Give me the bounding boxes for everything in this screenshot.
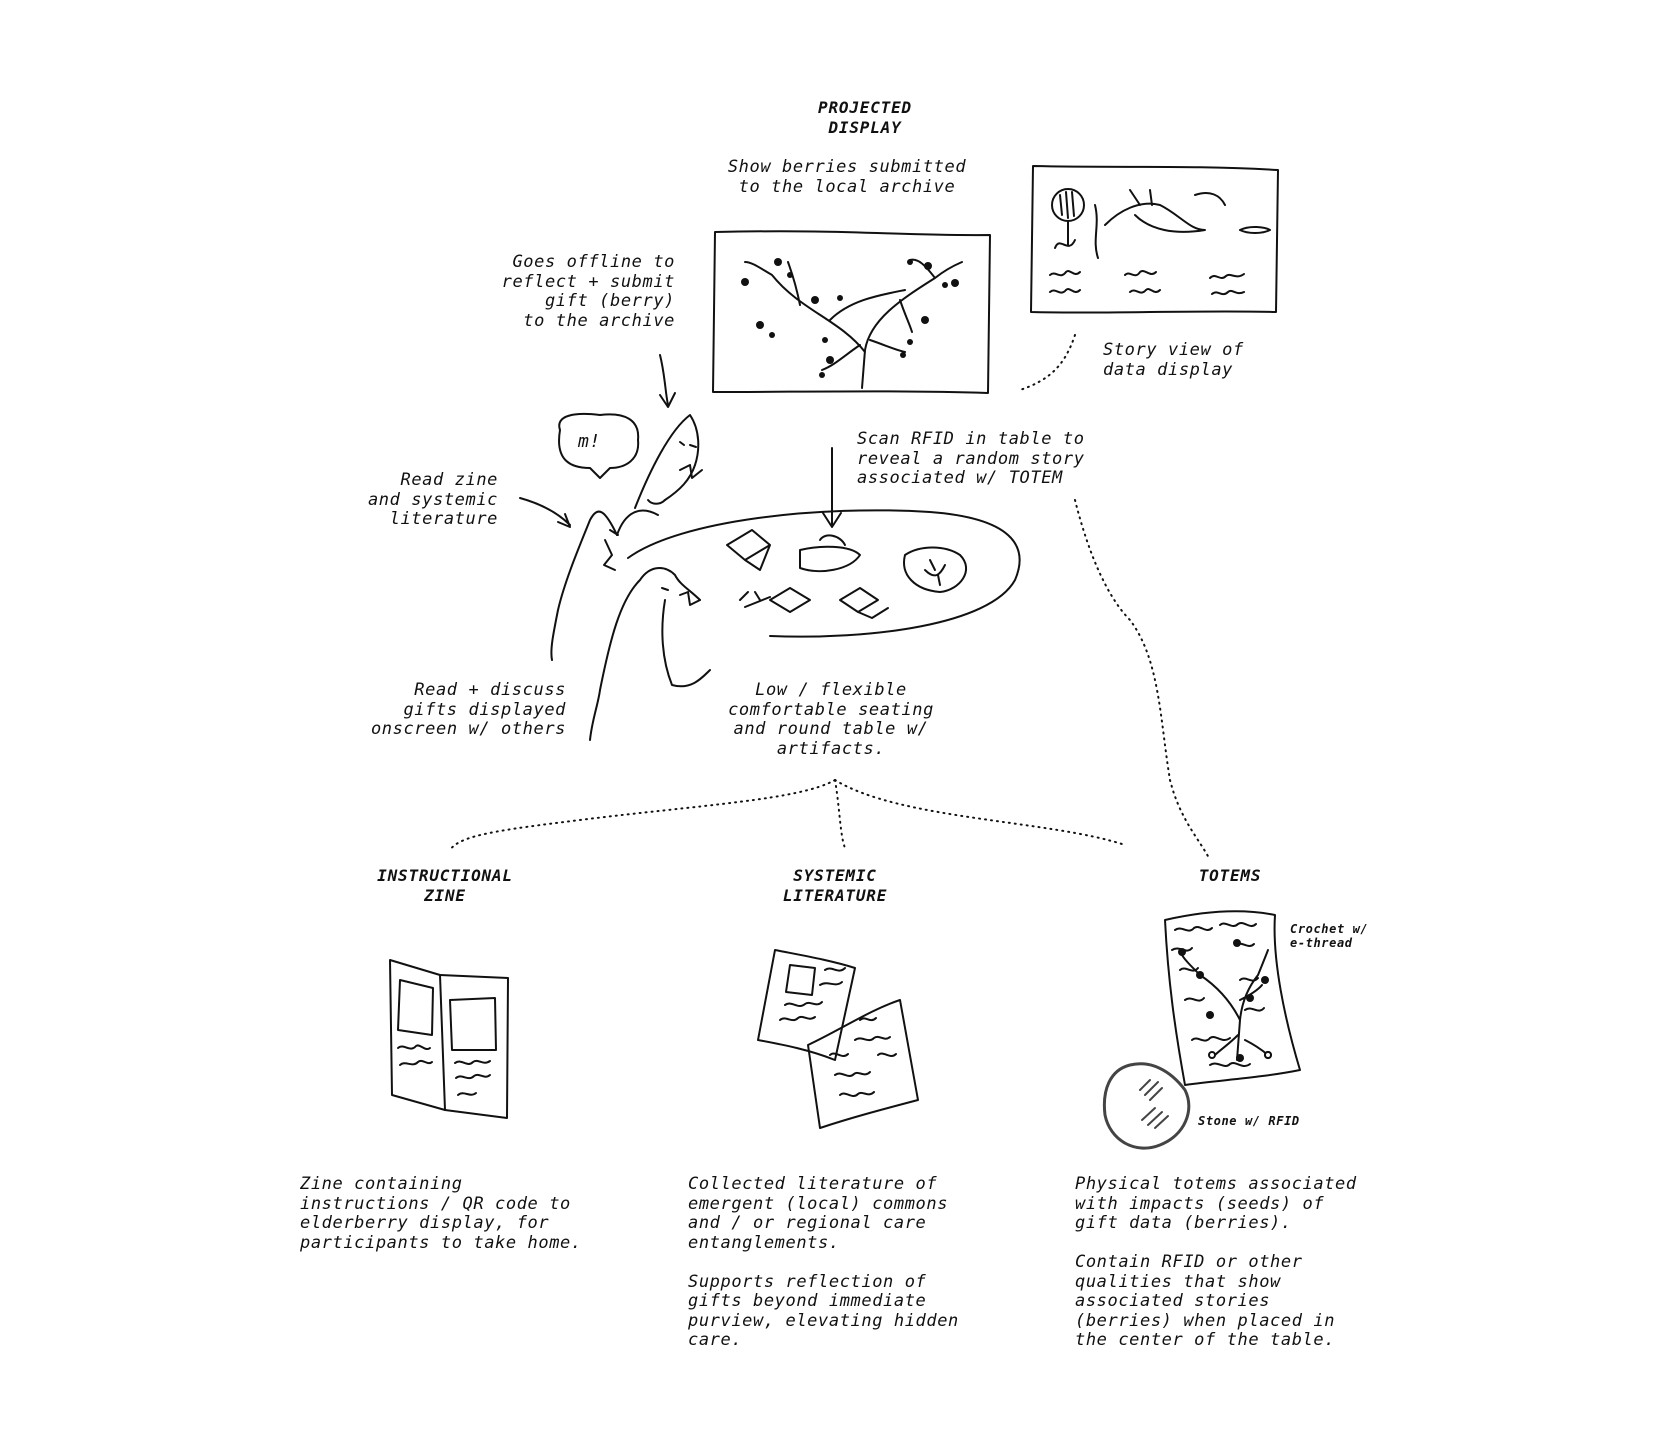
zine-description: Zine containing instructions / QR code t…	[300, 1174, 582, 1253]
story-view-screen	[1031, 166, 1278, 313]
stone-label: Stone w/ RFID	[1198, 1114, 1300, 1128]
projected-display-screen	[713, 231, 990, 393]
totems-description: Physical totems associated with impacts …	[1075, 1174, 1357, 1350]
crochet-label: Crochet w/ e-thread	[1290, 922, 1369, 950]
literature-title: SYSTEMIC LITERATURE	[782, 866, 888, 905]
offline-arrow	[660, 355, 675, 407]
discuss-label: Read + discuss gifts displayed onscreen …	[370, 680, 566, 739]
read-zine-arrow	[520, 498, 570, 527]
seating-label: Low / flexible comfortable seating and r…	[728, 680, 934, 759]
scan-arrow	[823, 448, 841, 527]
dotted-branches	[450, 500, 1210, 860]
zine-title: INSTRUCTIONAL ZINE	[377, 866, 513, 905]
story-view-caption: Story view of data display	[1103, 340, 1244, 380]
offline-label: Goes offline to reflect + submit gift (b…	[501, 252, 675, 331]
archive-caption: Show berries submitted to the local arch…	[727, 157, 967, 197]
speech-bubble	[559, 414, 638, 478]
literature-description: Collected literature of emergent (local)…	[688, 1174, 959, 1350]
zine-sketch	[390, 960, 508, 1118]
totems-title: TOTEMS	[1198, 866, 1262, 885]
speech-bubble-text: m!	[578, 431, 601, 452]
read-zine-label: Read zine and systemic literature	[367, 470, 498, 529]
people	[551, 415, 770, 740]
literature-sketch	[758, 950, 918, 1128]
story-connector	[1020, 335, 1075, 390]
round-table	[628, 510, 1020, 636]
scan-rfid-label: Scan RFID in table to reveal a random st…	[857, 429, 1085, 488]
projected-display-title: PROJECTED DISPLAY	[818, 98, 912, 137]
totems-sketch	[1104, 911, 1300, 1148]
